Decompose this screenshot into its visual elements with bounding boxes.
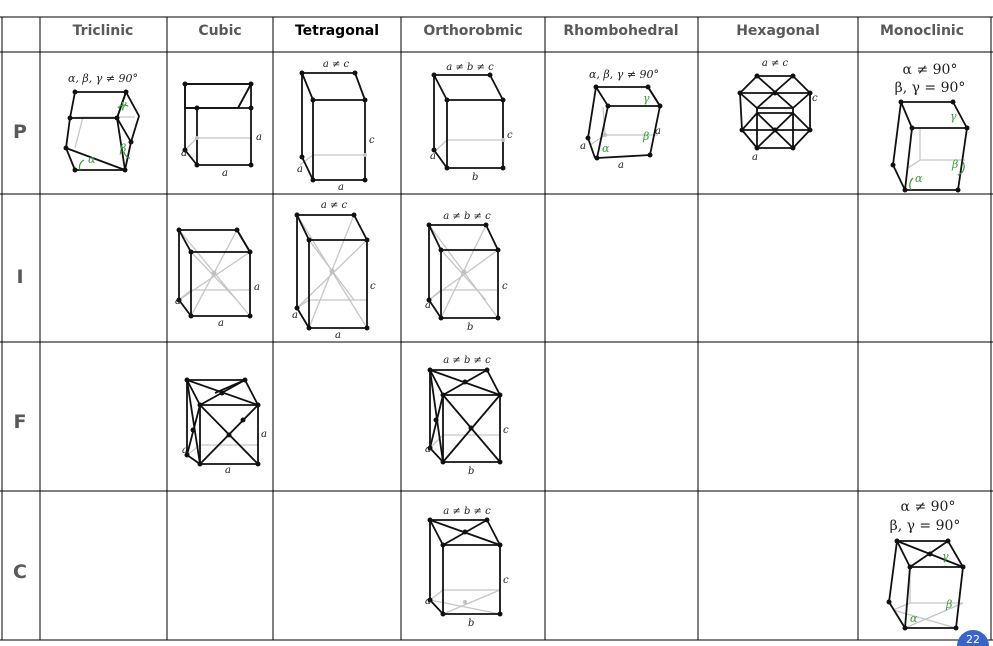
ortho-c-a: a bbox=[425, 596, 431, 607]
orthorhombic-f-cell: a ≠ b ≠ c c a b bbox=[425, 355, 509, 477]
ortho-p-a: a bbox=[430, 151, 436, 162]
tetragonal-p-cell: a ≠ c c a a bbox=[297, 59, 375, 193]
mono-p-gamma: γ bbox=[950, 110, 957, 123]
ortho-i-a: a bbox=[425, 300, 431, 311]
page-number-badge: 22 bbox=[957, 630, 989, 646]
cubic-f-a-bottom: a bbox=[225, 465, 231, 476]
ortho-f-b: b bbox=[468, 466, 474, 477]
cubic-a-bottom: a bbox=[222, 168, 228, 179]
ortho-f-c: c bbox=[503, 425, 509, 436]
cubic-i-cell: a a a bbox=[175, 227, 260, 329]
ortho-f-condition: a ≠ b ≠ c bbox=[443, 355, 491, 366]
mono-c-alpha: α bbox=[910, 612, 918, 625]
row-header-p: P bbox=[13, 121, 27, 143]
tetragonal-p-a-left: a bbox=[297, 164, 303, 175]
rhombo-a-bottom: a bbox=[618, 160, 624, 171]
tetragonal-p-c: c bbox=[369, 135, 375, 146]
ortho-i-c: c bbox=[502, 281, 508, 292]
tetragonal-i-a-left: a bbox=[292, 310, 298, 321]
ortho-c-c: c bbox=[503, 575, 509, 586]
triclinic-condition: α, β, γ ≠ 90° bbox=[68, 72, 138, 85]
rhombo-condition: α, β, γ ≠ 90° bbox=[589, 68, 659, 81]
header-orthorhombic: Orthorobmic bbox=[423, 23, 522, 39]
column-headers: Triclinic Cubic Tetragonal Orthorobmic R… bbox=[73, 23, 964, 39]
monoclinic-c-cell: α ≠ 90° β, γ = 90° γ β α bbox=[886, 499, 966, 631]
cubic-a-left: a bbox=[181, 148, 187, 159]
ortho-c-condition: a ≠ b ≠ c bbox=[443, 506, 491, 517]
hex-c: c bbox=[812, 93, 818, 104]
row-header-i: I bbox=[16, 266, 23, 288]
alpha-label: α bbox=[88, 153, 96, 166]
cubic-p-cell: a a a bbox=[181, 81, 262, 179]
rhombo-a-left: a bbox=[580, 141, 586, 152]
mono-c-cond1: α ≠ 90° bbox=[901, 499, 956, 515]
header-tetragonal: Tetragonal bbox=[295, 23, 379, 39]
tetragonal-i-a-bottom: a bbox=[335, 330, 341, 341]
row-header-f: F bbox=[14, 411, 27, 433]
orthorhombic-i-cell: a ≠ b ≠ c c a b bbox=[425, 211, 508, 333]
mono-p-cond2: β, γ = 90° bbox=[895, 80, 966, 96]
rhombo-gamma: γ bbox=[643, 92, 650, 105]
tetragonal-p-condition: a ≠ c bbox=[323, 59, 350, 70]
row-headers: P I F C bbox=[13, 121, 27, 583]
mono-p-alpha: α bbox=[915, 172, 923, 185]
ortho-i-b: b bbox=[467, 322, 473, 333]
ortho-i-condition: a ≠ b ≠ c bbox=[443, 211, 491, 222]
ortho-p-c: c bbox=[507, 130, 513, 141]
monoclinic-p-cell: α ≠ 90° β, γ = 90° γ β α bbox=[890, 62, 970, 193]
cubic-i-a-left: a bbox=[175, 296, 181, 307]
orthorhombic-p-cell: a ≠ b ≠ c c a b bbox=[430, 62, 513, 183]
rhombohedral-p-cell: α, β, γ ≠ 90° γ β α a a a bbox=[580, 68, 663, 171]
tetragonal-i-condition: a ≠ c bbox=[321, 200, 348, 211]
rhombo-a-right: a bbox=[655, 126, 661, 137]
header-monoclinic: Monoclinic bbox=[880, 23, 964, 39]
page-number: 22 bbox=[966, 633, 980, 646]
row-header-c: C bbox=[13, 561, 27, 583]
tetragonal-p-a-bottom: a bbox=[338, 182, 344, 193]
header-triclinic: Triclinic bbox=[73, 23, 134, 39]
tetragonal-i-c: c bbox=[370, 281, 376, 292]
hex-a: a bbox=[752, 152, 758, 163]
cubic-f-a-left: a bbox=[182, 445, 188, 456]
header-cubic: Cubic bbox=[198, 23, 241, 39]
rhombo-alpha: α bbox=[602, 142, 610, 155]
mono-c-cond2: β, γ = 90° bbox=[890, 518, 961, 534]
tetragonal-i-cell: a ≠ c c a a bbox=[292, 200, 376, 341]
triclinic-p-cell: α, β, γ ≠ 90° γ β α bbox=[63, 72, 140, 173]
cubic-a-right: a bbox=[256, 132, 262, 143]
hex-condition: a ≠ c bbox=[762, 58, 789, 69]
hexagonal-p-cell: a ≠ c c a bbox=[737, 58, 818, 163]
mono-c-gamma: γ bbox=[942, 550, 949, 563]
ortho-c-b: b bbox=[468, 618, 474, 629]
header-rhombohedral: Rhombohedral bbox=[563, 23, 678, 39]
cubic-i-a-right: a bbox=[254, 282, 260, 293]
mono-p-cond1: α ≠ 90° bbox=[903, 62, 958, 78]
ortho-p-b: b bbox=[472, 172, 478, 183]
cubic-i-a-bottom: a bbox=[218, 318, 224, 329]
mono-p-beta: β bbox=[951, 158, 958, 171]
rhombo-beta: β bbox=[642, 130, 649, 143]
cubic-f-cell: a a a bbox=[182, 377, 267, 476]
cubic-f-a-right: a bbox=[261, 429, 267, 440]
ortho-f-a: a bbox=[425, 444, 431, 455]
ortho-p-condition: a ≠ b ≠ c bbox=[446, 62, 494, 73]
mono-c-beta: β bbox=[945, 598, 952, 611]
header-hexagonal: Hexagonal bbox=[736, 23, 820, 39]
beta-label: β bbox=[119, 142, 126, 155]
table-grid bbox=[0, 16, 993, 641]
orthorhombic-c-cell: a ≠ b ≠ c c a b bbox=[425, 506, 509, 629]
